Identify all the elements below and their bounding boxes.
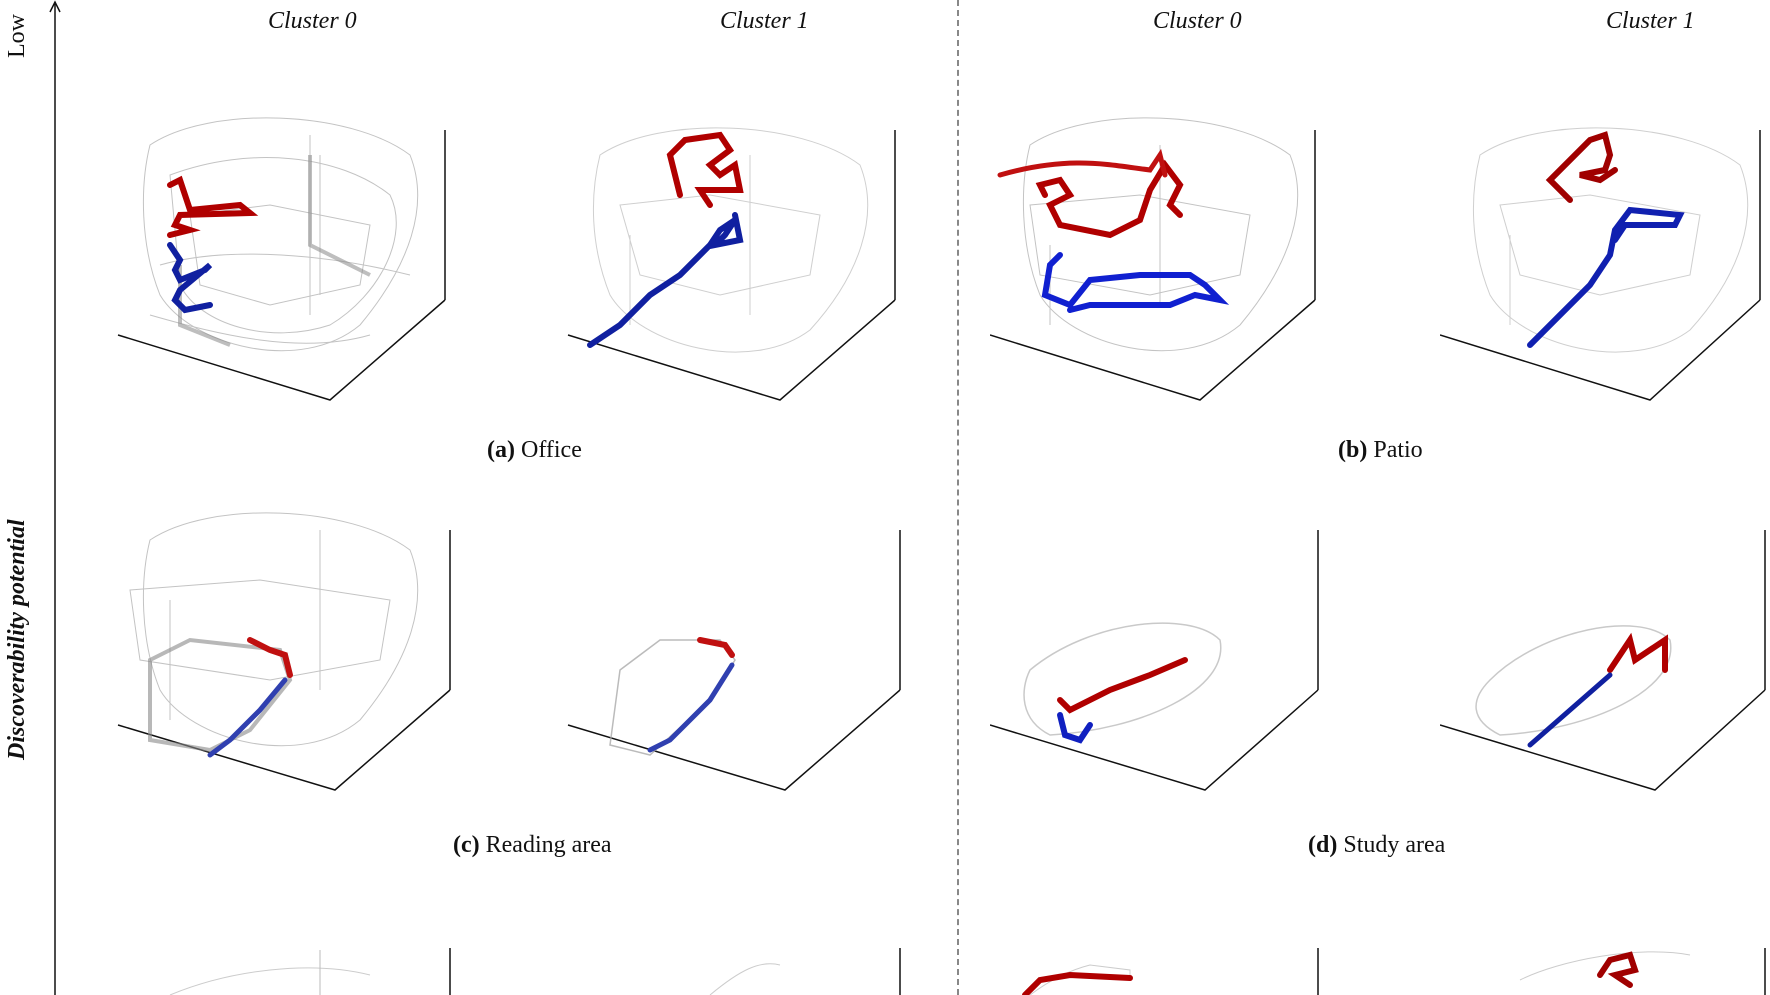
caption-c: (c) Reading area [453,832,612,859]
blue-trajectory [1057,712,1093,744]
panel-row3-right-0 [1022,948,1319,995]
red-trajectory [1545,131,1618,203]
plot-axes [567,130,896,401]
panel-row3-left-0 [169,948,451,995]
plot-axes [990,130,1316,401]
caption-a-letter: (a) [487,437,515,463]
plot-axes [567,530,901,791]
panel-row3-right-1 [1519,948,1766,995]
grey-loop [1475,625,1672,736]
grey-trajectory [709,963,781,995]
red-trajectory-2 [997,148,1168,178]
plot-axes [117,130,446,401]
grey-loop [148,637,293,753]
grey-trajectory [169,967,371,995]
grey-trajectories [1472,127,1749,353]
y-axis-arrow [49,0,61,995]
column-title-left-1: Cluster 1 [720,8,809,34]
red-trajectory [247,637,293,678]
axis-title: Discoverability potential [4,519,30,760]
column-title-right-0: Cluster 0 [1153,8,1242,34]
blue-trajectory [167,242,213,314]
blue-trajectory [1527,206,1685,348]
caption-d-text: Study area [1343,832,1446,858]
plot-axes [1440,530,1766,791]
blue-trajectory [207,677,288,758]
caption-b: (b) Patio [1338,437,1423,464]
caption-c-text: Reading area [485,832,612,858]
panel-reading-cluster-1 [567,530,901,791]
blue-trajectory [587,212,744,348]
red-trajectory [1607,632,1668,673]
blue-trajectory [1041,252,1230,313]
panel-office-cluster-0 [117,117,446,401]
panel-patio-cluster-0 [990,117,1316,401]
caption-c-letter: (c) [453,832,480,858]
axis-low-label: Low [4,14,30,58]
panel-reading-cluster-0 [117,512,451,791]
panel-row3-left-1 [709,948,901,995]
grey-trajectories [592,127,869,353]
blue-trajectory [1527,672,1613,748]
column-divider [957,0,959,995]
grey-trajectory [1519,951,1691,981]
grey-structure [178,155,371,347]
caption-d-letter: (d) [1308,832,1338,858]
plot-axes [990,530,1319,791]
red-trajectory [167,175,259,238]
caption-a-text: Office [520,437,582,463]
caption-a: (a) Office [487,437,582,464]
caption-d: (d) Study area [1308,832,1445,859]
caption-b-text: Patio [1373,437,1423,463]
panel-office-cluster-1 [567,127,896,401]
panel-patio-cluster-1 [1440,127,1761,401]
plot-axes [1440,130,1761,401]
grey-loop [1023,622,1222,736]
red-trajectory [1035,159,1184,239]
column-title-right-1: Cluster 1 [1606,8,1695,34]
grey-trajectories [129,512,419,747]
grey-trajectories [142,117,419,352]
red-trajectory [1057,657,1188,714]
red-trajectory [666,131,744,208]
panel-study-cluster-1 [1440,530,1766,791]
red-trajectory [1022,971,1133,995]
red-trajectory [1597,951,1639,988]
blue-trajectory [647,662,735,753]
red-trajectory [697,637,735,658]
caption-b-letter: (b) [1338,437,1368,463]
column-title-left-0: Cluster 0 [268,8,357,34]
panel-study-cluster-0 [990,530,1319,791]
